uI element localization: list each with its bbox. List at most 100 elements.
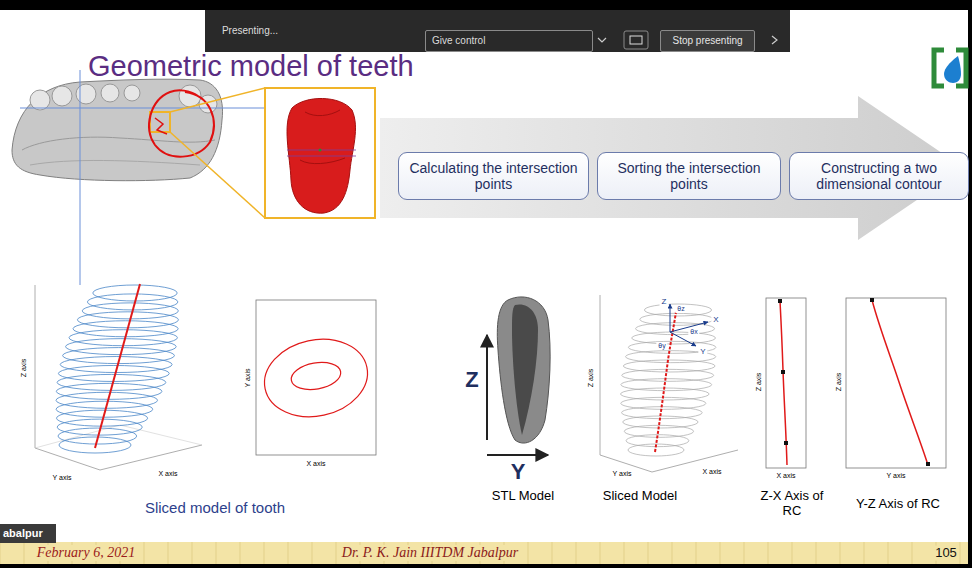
sliced-tooth-plot-part bbox=[56, 285, 178, 453]
zx-axis-plot-part bbox=[780, 301, 787, 465]
presenter-bar bbox=[205, 10, 790, 52]
sliced-tooth-plot-part bbox=[35, 285, 202, 470]
footer-bar-part bbox=[168, 542, 169, 564]
selected-tooth-marker-part bbox=[149, 90, 214, 156]
tooth-zoom-part bbox=[287, 156, 356, 157]
section-guides bbox=[20, 70, 265, 285]
zx-axis-plot-part bbox=[778, 299, 782, 303]
footer-bar-part bbox=[528, 542, 529, 564]
footer-bar-part bbox=[0, 542, 968, 564]
axis-letter: X bbox=[711, 315, 720, 324]
footer-tile-text: abalpur bbox=[3, 527, 43, 540]
yz-axis-plot-part bbox=[870, 298, 874, 302]
stl-tooth-model-part bbox=[486, 335, 488, 440]
sliced-model-plot-part bbox=[621, 397, 706, 409]
selected-tooth-marker-part bbox=[155, 118, 167, 134]
footer-author: Dr. P. K. Jain IIITDM Jabalpur bbox=[340, 545, 520, 561]
axis-title: X axis bbox=[774, 472, 797, 480]
tooth-zoom bbox=[265, 88, 375, 218]
selected-tooth-marker-part bbox=[170, 88, 265, 112]
contour-plot-part bbox=[289, 359, 343, 393]
process-box: Calculating the intersection points bbox=[398, 152, 589, 200]
jaw-scan-part bbox=[12, 79, 223, 181]
slide-ground bbox=[0, 10, 968, 564]
sliced-tooth-plot bbox=[35, 284, 202, 470]
footer-bar bbox=[0, 542, 968, 564]
presenter-bar-part bbox=[598, 38, 606, 42]
angle-label: θx bbox=[688, 328, 699, 336]
sliced-model-plot-part bbox=[644, 304, 711, 316]
institute-logo-part bbox=[944, 56, 961, 83]
footer-bar-part bbox=[336, 542, 337, 564]
footer-bar-part bbox=[648, 542, 649, 564]
tooth-zoom-part bbox=[287, 150, 356, 151]
angle-label: θz bbox=[675, 305, 686, 313]
tooth-zoom-part bbox=[287, 98, 355, 213]
stl-tooth-model bbox=[487, 297, 550, 455]
sliced-model-plot bbox=[600, 295, 738, 472]
process-arrow-part bbox=[380, 96, 964, 240]
contour-plot-part bbox=[256, 300, 376, 455]
axis-title: Y axis bbox=[51, 474, 74, 482]
footer-bar-part bbox=[0, 542, 1, 564]
figure-caption: Sliced Model bbox=[603, 489, 677, 504]
jaw-scan-part bbox=[30, 90, 50, 110]
sliced-tooth-plot-part bbox=[95, 284, 140, 448]
sliced-model-plot-part bbox=[622, 369, 714, 381]
jaw-scan-part bbox=[124, 85, 140, 101]
process-box: Constructing a two dimensional contour bbox=[789, 152, 969, 200]
stl-tooth-model-part bbox=[497, 297, 550, 443]
sliced-tooth-plot-part bbox=[35, 425, 202, 448]
footer-bar-part bbox=[552, 542, 553, 564]
footer-bar-part bbox=[288, 542, 289, 564]
dropdown-box-text: Give control bbox=[432, 35, 485, 47]
zx-axis-plot-part bbox=[766, 298, 806, 468]
zx-axis-plot bbox=[766, 298, 806, 468]
tooth-zoom-part bbox=[300, 158, 345, 164]
yz-axis-plot bbox=[846, 298, 946, 468]
sliced-model-plot-part bbox=[623, 360, 715, 372]
stop-button-text: Stop presenting bbox=[672, 35, 742, 47]
axis-letter: Z bbox=[660, 297, 669, 306]
sliced-model-plot-part bbox=[670, 304, 671, 332]
footer-date: February 6, 2021 bbox=[35, 545, 137, 561]
contour-plot-part bbox=[257, 330, 375, 426]
footer-bar-part bbox=[720, 542, 721, 564]
axis-title: Y axis bbox=[244, 367, 252, 390]
footer-bar-part bbox=[792, 542, 793, 564]
stl-tooth-model-part bbox=[512, 304, 538, 435]
axis-title: Z axis bbox=[20, 357, 28, 380]
stl-tooth-model-part bbox=[487, 454, 548, 456]
figure-caption: Y-Z Axis of RC bbox=[852, 497, 944, 512]
status-text: Presenting... bbox=[222, 25, 278, 37]
footer-bar-part bbox=[912, 542, 913, 564]
process-box-text: Sorting the intersection points bbox=[604, 160, 774, 192]
process-box-text: Constructing a two dimensional contour bbox=[796, 160, 962, 192]
tooth-zoom-part bbox=[305, 110, 340, 116]
footer-bar-part bbox=[24, 542, 25, 564]
footer-bar-part bbox=[696, 542, 697, 564]
footer-bar-part bbox=[312, 542, 313, 564]
footer-bar-part bbox=[216, 542, 217, 564]
contour-plot bbox=[256, 300, 376, 455]
footer-bar-part bbox=[864, 542, 865, 564]
footer-bar-part bbox=[624, 542, 625, 564]
section-guides-part bbox=[20, 108, 265, 109]
footer-bar-part bbox=[672, 542, 673, 564]
jaw-scan-part bbox=[76, 84, 96, 104]
axis-title: X axis bbox=[304, 460, 327, 468]
figure-caption: Sliced model of tooth bbox=[145, 499, 285, 516]
axis-title: Y axis bbox=[611, 470, 634, 478]
zx-axis-plot-part bbox=[784, 441, 788, 445]
footer-bar-part bbox=[600, 542, 601, 564]
sliced-model-plot-part bbox=[622, 407, 703, 419]
institute-logo bbox=[934, 50, 966, 86]
jaw-scan-part bbox=[52, 86, 72, 106]
selected-tooth-marker-part bbox=[170, 132, 265, 218]
institute-logo-part bbox=[934, 50, 944, 86]
axis-title: X axis bbox=[700, 468, 723, 476]
jaw-scan-part bbox=[22, 137, 215, 150]
